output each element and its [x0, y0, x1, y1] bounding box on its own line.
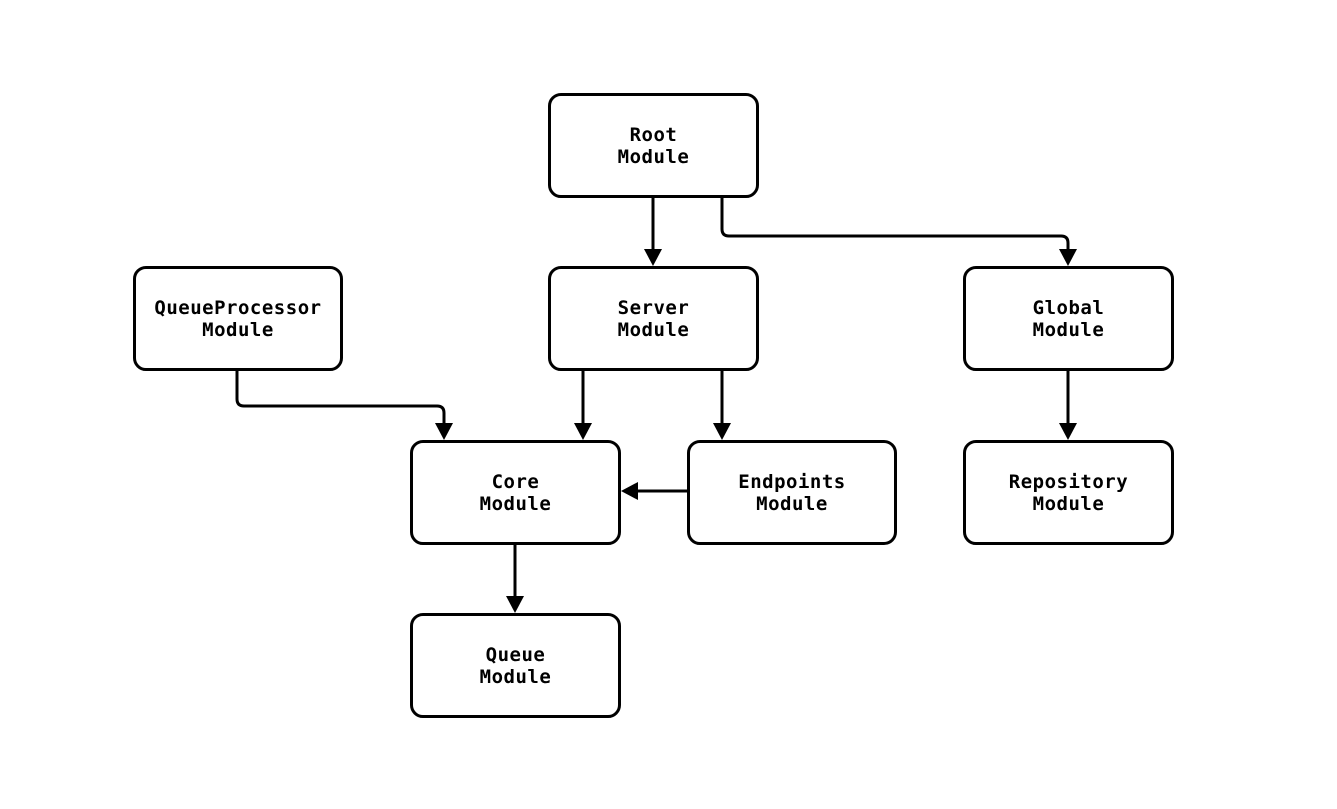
arrowhead-icon — [621, 482, 638, 500]
edge-line — [720, 198, 1070, 255]
node-root-label-line2: Module — [617, 145, 690, 168]
node-queue[interactable]: Queue Module — [410, 613, 621, 718]
node-server-label-line1: Server — [617, 296, 690, 319]
arrowhead-icon — [713, 423, 731, 440]
edge-root-to-server — [644, 198, 662, 266]
edge-global-to-repository — [1059, 371, 1077, 440]
node-queue-label-line1: Queue — [485, 643, 546, 666]
arrowhead-icon — [1059, 423, 1077, 440]
node-queueprocessor-label-line2: Module — [202, 318, 274, 341]
edge-core-to-queue — [506, 545, 524, 613]
edge-server-to-endpoints — [713, 371, 731, 440]
node-endpoints-label-line2: Module — [756, 492, 828, 515]
arrowhead-icon — [1059, 249, 1077, 266]
node-queueprocessor[interactable]: QueueProcessor Module — [133, 266, 343, 371]
node-root[interactable]: Root Module — [548, 93, 759, 198]
arrowhead-icon — [644, 249, 662, 266]
node-queue-label-line2: Module — [479, 665, 552, 688]
arrowhead-icon — [574, 423, 592, 440]
node-server-label-line2: Module — [617, 318, 690, 341]
edge-server-to-core — [574, 371, 592, 440]
node-root-label-line1: Root — [629, 123, 678, 146]
node-core[interactable]: Core Module — [410, 440, 621, 545]
node-repository-label-line2: Module — [1032, 492, 1105, 515]
node-core-label-line2: Module — [479, 492, 552, 515]
node-global-label-line2: Module — [1032, 318, 1105, 341]
node-global[interactable]: Global Module — [963, 266, 1174, 371]
arrowhead-icon — [435, 423, 453, 440]
node-global-label-line1: Global — [1032, 296, 1105, 319]
edge-line — [235, 371, 446, 429]
node-core-label-line1: Core — [491, 470, 540, 493]
arrowhead-icon — [506, 596, 524, 613]
node-endpoints-label-line1: Endpoints — [738, 470, 846, 493]
node-queueprocessor-label-line1: QueueProcessor — [154, 296, 322, 319]
edge-queueprocessor-to-core — [235, 371, 453, 440]
edge-root-to-global — [720, 198, 1077, 266]
edge-endpoints-to-core — [621, 482, 687, 500]
node-repository-label-line1: Repository — [1008, 470, 1129, 493]
node-endpoints[interactable]: Endpoints Module — [687, 440, 897, 545]
node-server[interactable]: Server Module — [548, 266, 759, 371]
node-repository[interactable]: Repository Module — [963, 440, 1174, 545]
